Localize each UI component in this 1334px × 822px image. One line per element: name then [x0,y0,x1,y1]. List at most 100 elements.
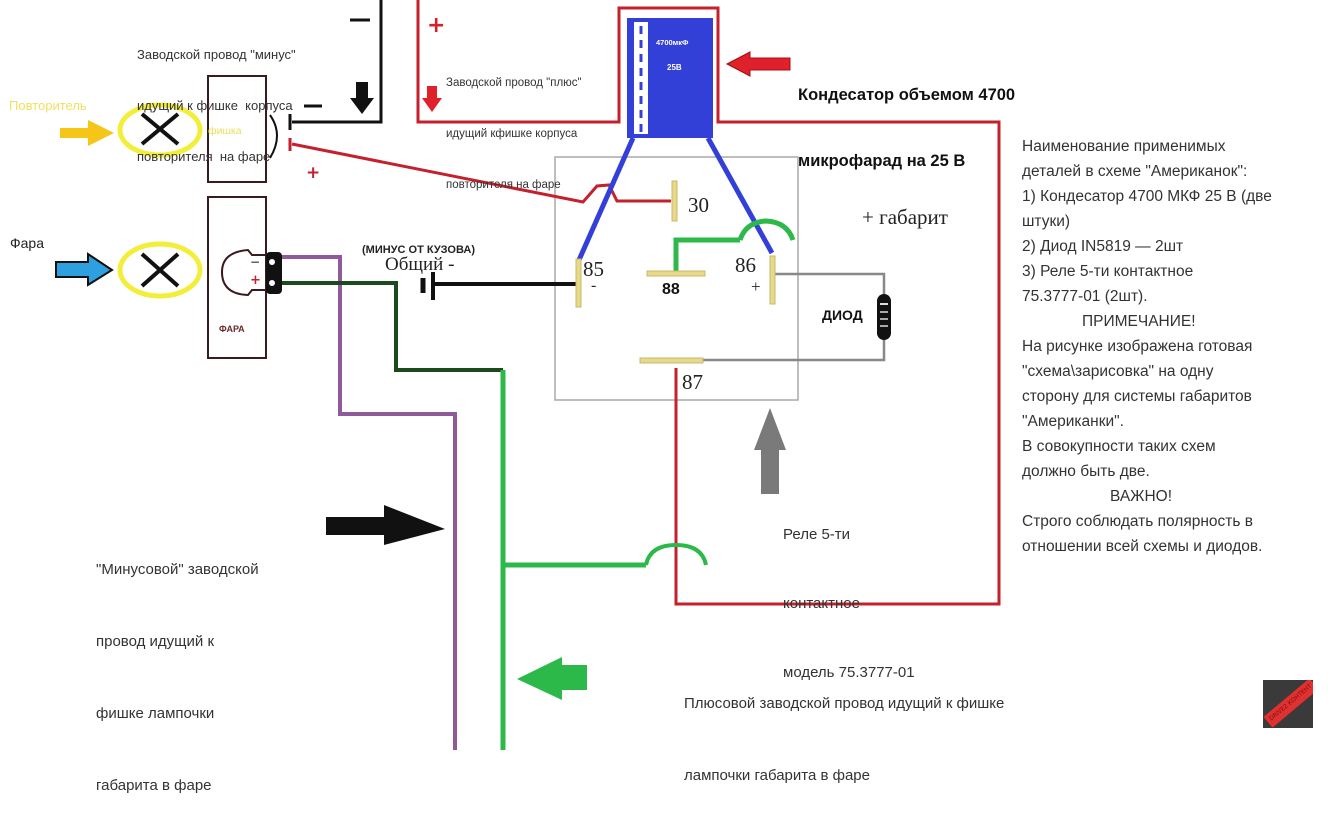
repeater-label: Повторитель [9,98,87,113]
relay-callout-line: контактное [783,595,860,612]
common-minus-label: Общий - [385,254,455,275]
relay-callout-label: Реле 5-ти контактное модель 75.3777-01 [783,477,915,707]
notes-remark-line: На рисунке изображена готовая [1022,338,1253,355]
parts-notes: Наименование применимых деталей в схеме … [1022,134,1332,559]
minus-wire-note-line: "Минусовой" заводской [96,561,259,578]
plus-wire-down-arrow [422,86,442,112]
minus-wire-note: "Минусовой" заводской провод идущий к фи… [96,510,259,822]
notes-important-line: отношении всей схемы и диодов. [1022,538,1263,555]
plus-wire-main [416,0,1001,606]
watermark-logo: DRIVE2 КОНТЕНТ [1263,680,1313,728]
headlight-bulb-socket [220,248,267,297]
capacitor-leg-to-85 [576,136,636,262]
body-minus-label: (МИНУС ОТ КУЗОВА) [362,244,475,256]
capacitor-marking-value: 4700мкФ [656,38,689,47]
notes-line: деталей в схеме "Американок": [1022,163,1248,180]
notes-remark-heading: ПРИМЕЧАНИЕ! [1082,313,1196,330]
capacitor-callout-line: Кондесатор объемом 4700 [798,86,1016,104]
plus-wire-note-line: Плюсовой заводской провод идущий к фишке [684,695,1005,712]
side-light-plus-label: + габарит [862,205,948,229]
relay-pin-86 [769,255,776,305]
notes-line: Наименование применимых [1022,138,1226,155]
side-light-plus-jump [737,218,796,241]
notes-line: 2) Диод IN5819 — 2шт [1022,238,1184,255]
notes-remark-line: сторону для системы габаритов [1022,388,1252,405]
relay-pin-85 [575,258,582,308]
headlight-box-label: ФАРА [219,324,245,334]
notes-line: штуки) [1022,213,1071,230]
relay-pin-30-label: 30 [688,193,709,217]
relay-pin-87 [639,357,704,364]
repeater-arrow [60,120,114,146]
relay-callout-arrow [754,408,786,494]
notes-line: 1) Кондесатор 4700 МКФ 25 В (две [1022,188,1272,205]
notes-remark-line: "схема\зарисовка" на одну [1022,363,1214,380]
relay-pin-85-polarity: - [591,277,596,294]
factory-plus-wire-line: идущий кфишке корпуса [446,128,578,140]
factory-minus-wire-line: Заводской провод "минус" [137,47,296,62]
minus-wire-down-arrow [350,82,374,114]
headlight-plus-dark-wire [282,281,503,372]
repeater-connector-box [207,75,267,183]
repeater-bulb-cross-b [140,112,180,146]
diode-body [877,294,891,340]
notes-remark-line: должно быть две. [1022,463,1150,480]
relay-pin-87-label: 87 [682,370,703,394]
notes-important-line: Строго соблюдать полярность в [1022,513,1254,530]
notes-remark-line: В совокупности таких схем [1022,438,1216,455]
repeater-bulb-highlight [117,102,203,158]
minus-wire-note-line: провод идущий к [96,633,215,650]
minus-wire-note-line: фишке лампочки [96,705,215,722]
headlight-bulb-cross-b [140,252,180,288]
capacitor-callout-line: микрофарад на 25 В [798,152,966,170]
notes-important-heading: ВАЖНО! [1110,488,1173,505]
repeater-plus-sign: + [306,163,320,183]
factory-minus-wire-line: повторителя на фаре [137,149,271,164]
factory-minus-wire-line: идущий к фишке корпуса [137,98,293,113]
relay-pin-30 [671,180,678,222]
watermark-text: DRIVE2 КОНТЕНТ [1263,680,1313,728]
repeater-connector-socket [269,114,278,159]
headlight-label: Фара [10,235,45,251]
headlight-plug [266,252,282,294]
relay-callout-line: Реле 5-ти [783,526,851,543]
minus-wire-callout-arrow [326,505,445,545]
relay-pin-88 [646,270,706,277]
relay-pin-86-label: 86 [735,253,756,277]
relay-pin-86-polarity: + [751,277,761,296]
capacitor-callout-label: Кондесатор объемом 4700 микрофарад на 25… [798,40,1015,194]
factory-plus-wire-label: Заводской провод "плюс" идущий кфишке ко… [446,41,582,211]
plus-wire-plus-sign: + [427,13,445,38]
minus-wire-note-line: габарита в фаре [96,777,212,794]
notes-remark-line: "Американки". [1022,413,1124,430]
side-light-jump-over [644,542,708,566]
headlight-plug-pin-plus [269,280,275,286]
diode-label: ДИОД [822,307,863,323]
headlight-minus-purple-wire [282,255,457,750]
factory-plus-wire-line: повторителя на фаре [446,179,561,191]
wiring-diagram: 4700мкФ 25В + + − + [55,0,1001,750]
factory-minus-wire-label: Заводской провод "минус" идущий к фишке … [137,12,296,182]
connector-label: фишка [208,125,242,137]
repeater-plus-to-pin30-wire [291,142,671,204]
capacitor-marking-voltage: 25В [667,63,682,72]
plus-wire-callout-arrow [517,657,587,700]
capacitor-leg-to-86 [705,136,775,255]
factory-plus-wire-line: Заводской провод "плюс" [446,77,582,89]
repeater-minus-wire [292,0,383,124]
plus-wire-note-line: лампочки габарита в фаре [684,767,870,784]
headlight-bulb-highlight [117,241,203,299]
headlight-minus-sign: − [250,255,260,269]
plus-wire-callout-arrow-shaft [560,665,587,689]
notes-line: 3) Реле 5-ти контактное [1022,263,1194,280]
relay-pin-85-label: 85 [583,257,604,281]
notes-line: 75.3777-01 (2шт). [1022,288,1148,305]
headlight-plug-pin-minus [269,259,275,265]
headlight-arrow [55,252,114,287]
relay-callout-line: модель 75.3777-01 [783,664,915,681]
plus-wire-note: Плюсовой заводской провод идущий к фишке… [684,644,1004,812]
relay-pin-88-label: 88 [662,281,680,298]
headlight-plus-sign: + [250,273,261,288]
capacitor-callout-arrow [725,51,791,77]
capacitor-stripe [634,22,648,134]
